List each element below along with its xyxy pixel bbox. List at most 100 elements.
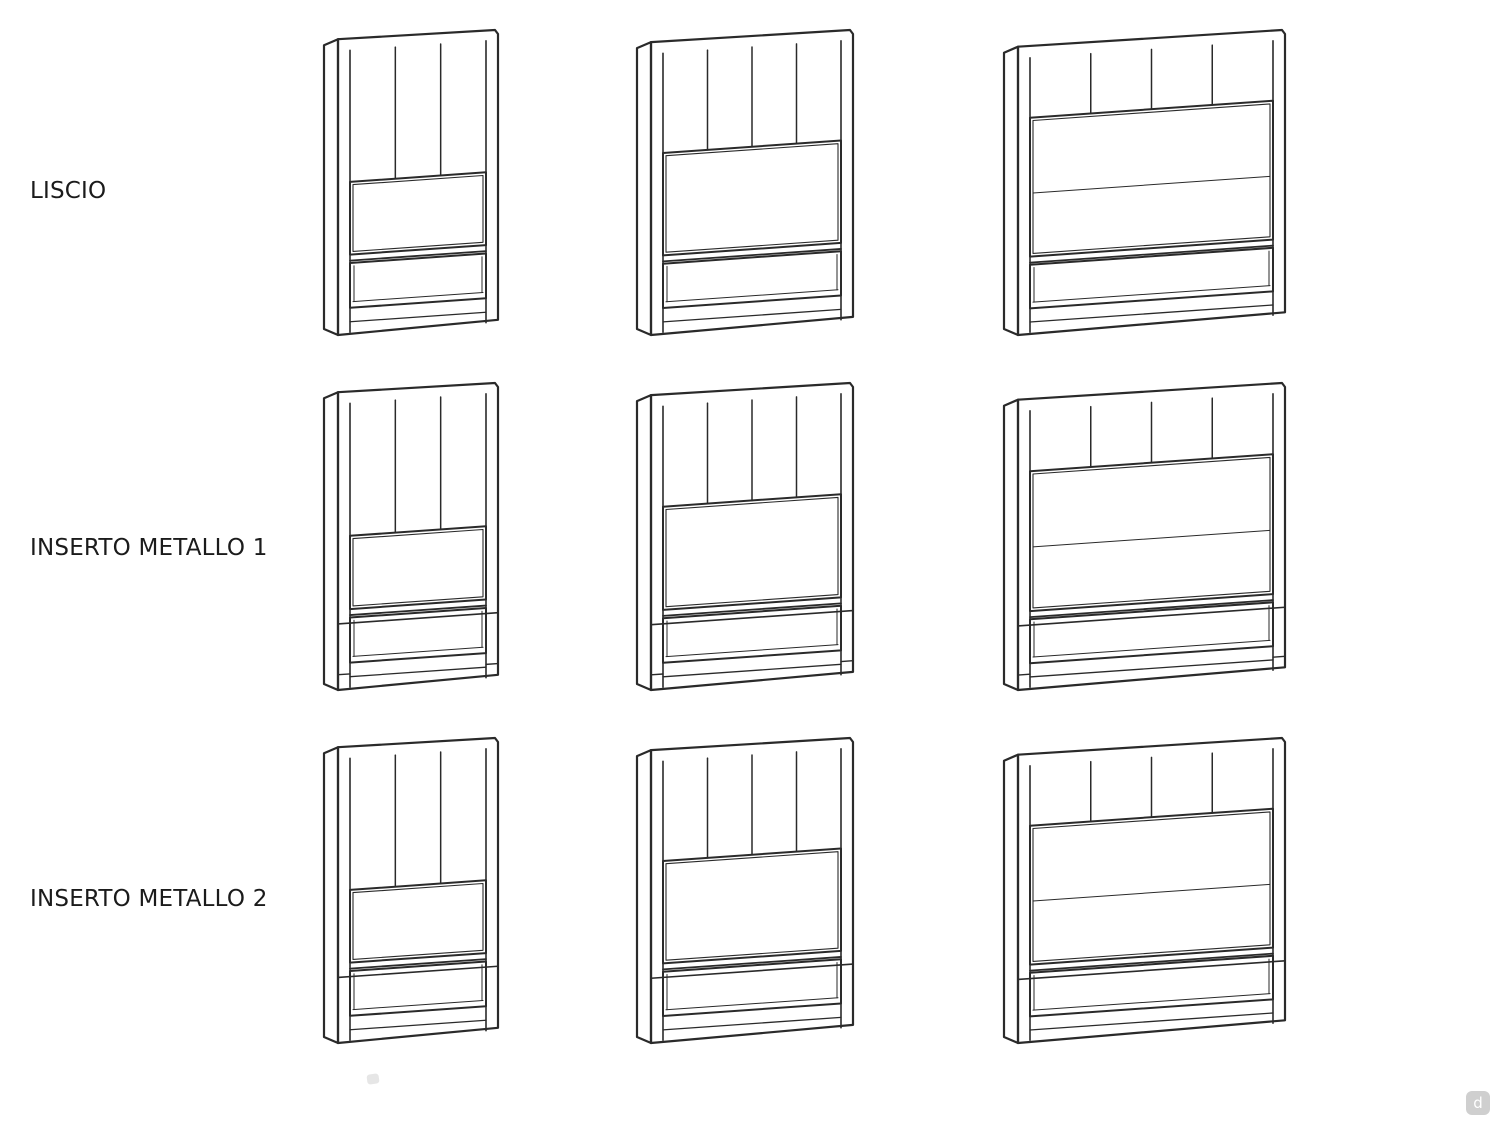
metal-insert-line: [1017, 959, 1286, 981]
left-side-panel: [322, 391, 340, 692]
corner-logo-icon: d: [1466, 1091, 1490, 1115]
metal-insert-tick: [650, 673, 664, 676]
tv-panel-frame: [349, 879, 487, 964]
open-shelf: [349, 252, 487, 309]
shelf-top-edge: [1029, 599, 1274, 618]
shelf-floor: [665, 289, 839, 303]
shelf-floor: [1032, 993, 1271, 1011]
tv-panel-inner: [352, 174, 484, 252]
open-shelf: [349, 607, 487, 664]
shelf-floor: [1032, 639, 1271, 658]
open-shelf: [662, 604, 842, 664]
tv-panel-frame: [1029, 453, 1274, 613]
tv-panel-frame: [662, 847, 842, 965]
row-label-inserto-metallo-2: INSERTO METALLO 2: [30, 886, 268, 912]
panel-seam: [1032, 883, 1271, 902]
wall-unit-liscio-4-panel: [635, 28, 855, 337]
row-label-inserto-metallo-1: INSERTO METALLO 1: [30, 535, 268, 561]
left-side-panel: [635, 394, 653, 692]
carcass-outline: [649, 381, 855, 692]
left-side-panel: [1002, 753, 1020, 1045]
tv-panel-frame: [662, 493, 842, 611]
plinth-line: [1029, 659, 1274, 678]
wall-unit-metallo-1-3-panel: [322, 381, 500, 692]
shelf-top-edge: [1029, 952, 1274, 972]
left-side-panel: [1002, 398, 1020, 692]
tv-panel-inner: [665, 496, 839, 608]
shelf-floor: [665, 644, 839, 658]
wall-unit-metallo-1-4-panel: [635, 381, 855, 692]
plinth-line: [662, 663, 842, 678]
plinth-line: [349, 311, 487, 323]
tv-panel-inner: [352, 882, 484, 960]
metal-insert-line: [337, 965, 499, 979]
carcass-outline: [336, 736, 500, 1045]
shelf-top-edge: [349, 958, 487, 970]
open-shelf: [1029, 954, 1274, 1018]
smudge-mark: [366, 1073, 380, 1085]
shelf-top-edge: [349, 604, 487, 616]
panel-seam: [1032, 175, 1271, 194]
shelf-floor: [352, 291, 484, 303]
metal-insert-line: [1017, 606, 1286, 627]
tv-panel-inner: [352, 528, 484, 607]
shelf-top-edge: [662, 956, 842, 971]
tv-panel-inner: [1032, 456, 1271, 609]
metal-insert-line: [337, 611, 499, 625]
shelf-top-edge: [662, 602, 842, 617]
wall-unit-metallo-2-3-panel: [322, 736, 500, 1045]
tv-panel-frame: [349, 171, 487, 256]
plinth-line: [349, 666, 487, 678]
left-side-panel: [1002, 45, 1020, 337]
tv-panel-inner: [665, 143, 839, 253]
carcass-outline: [649, 736, 855, 1045]
metal-insert-tick: [1017, 673, 1031, 676]
tv-panel-inner: [1032, 811, 1271, 962]
shelf-floor: [352, 999, 484, 1011]
metal-insert-line: [650, 963, 854, 980]
plinth-line: [1029, 304, 1274, 323]
row-label-liscio: LISCIO: [30, 178, 107, 204]
shelf-floor: [665, 997, 839, 1011]
carcass-outline: [336, 28, 500, 337]
open-shelf: [662, 250, 842, 309]
carcass-outline: [1016, 381, 1287, 692]
tv-panel-inner: [1032, 103, 1271, 254]
open-shelf: [349, 960, 487, 1017]
wall-unit-metallo-1-4-panel-wide: [1002, 381, 1287, 692]
wall-unit-metallo-2-4-panel-wide: [1002, 736, 1287, 1045]
plinth-line: [349, 1019, 487, 1031]
open-shelf: [662, 958, 842, 1017]
plinth-line: [662, 1016, 842, 1031]
tv-panel-inner: [665, 851, 839, 961]
left-side-panel: [322, 38, 340, 337]
wall-unit-liscio-3-panel: [322, 28, 500, 337]
metal-insert-tick: [337, 673, 351, 676]
plinth-line: [1029, 1012, 1274, 1031]
metal-insert-line: [650, 609, 854, 626]
carcass-outline: [336, 381, 500, 692]
shelf-floor: [1032, 285, 1271, 303]
carcass-outline: [1016, 28, 1287, 337]
tv-panel-frame: [1029, 99, 1274, 258]
left-side-panel: [635, 749, 653, 1045]
plinth-line: [662, 308, 842, 323]
carcass-outline: [649, 28, 855, 337]
shelf-top-edge: [662, 248, 842, 263]
wall-unit-metallo-2-4-panel: [635, 736, 855, 1045]
shelf-top-edge: [1029, 244, 1274, 264]
panel-seam: [1032, 529, 1271, 548]
metal-insert-tick: [840, 660, 854, 663]
left-side-panel: [322, 746, 340, 1045]
shelf-floor: [352, 646, 484, 657]
tv-panel-frame: [662, 139, 842, 257]
carcass-outline: [1016, 736, 1287, 1045]
left-side-panel: [635, 41, 653, 337]
shelf-top-edge: [349, 250, 487, 262]
wall-unit-liscio-4-panel-wide: [1002, 28, 1287, 337]
tv-panel-frame: [349, 525, 487, 611]
metal-insert-tick: [485, 662, 499, 666]
tv-panel-frame: [1029, 807, 1274, 966]
metal-insert-tick: [1272, 655, 1286, 658]
